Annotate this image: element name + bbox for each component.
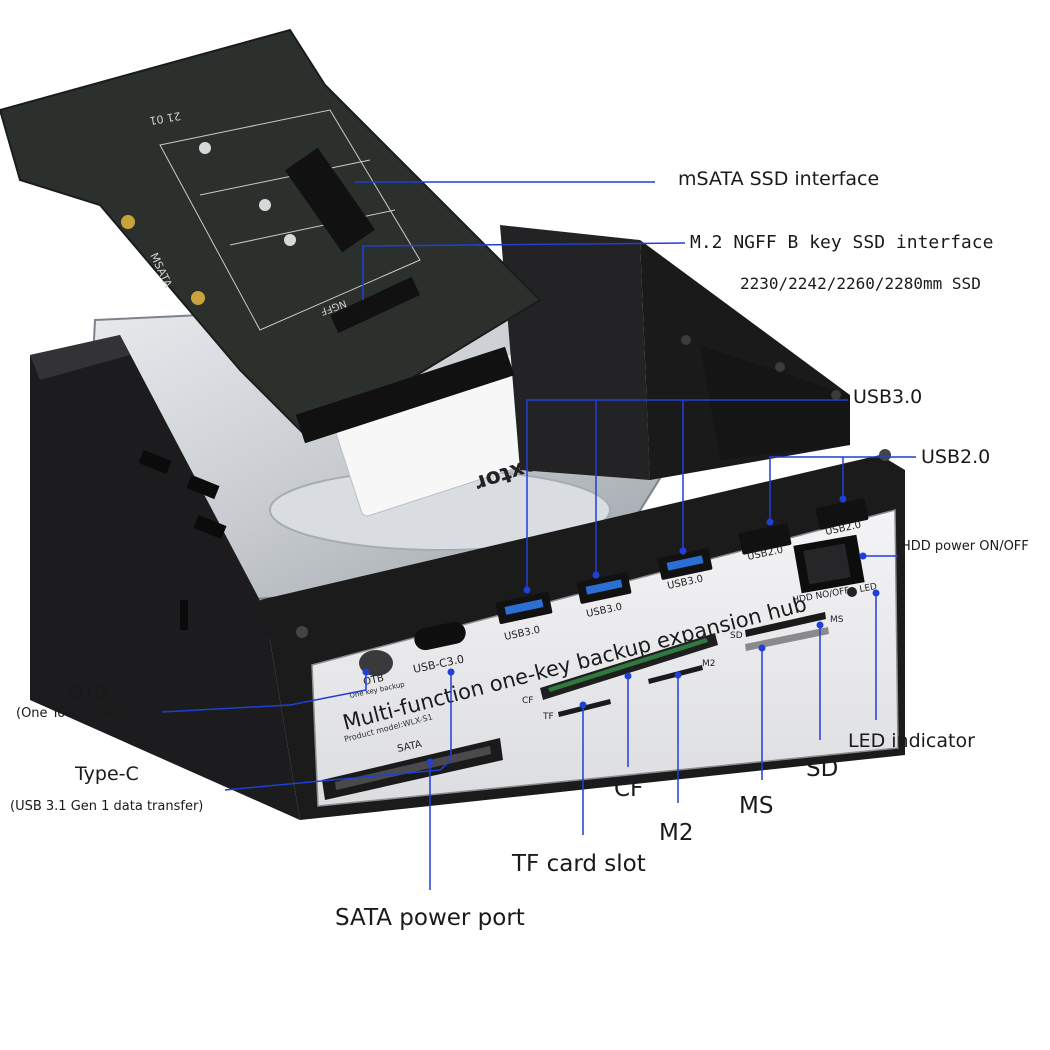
right-rail xyxy=(500,225,850,480)
usb3-port[interactable] xyxy=(495,591,553,625)
m2-callout-label: M.2 NGFF B key SSD interface xyxy=(690,232,994,253)
sata-port[interactable] xyxy=(322,738,503,800)
usb3-callout-label: USB3.0 xyxy=(853,386,923,408)
cf-callout-label: CF xyxy=(614,776,644,802)
sd-label: SD xyxy=(730,631,743,641)
led-callout-label: LED indicator xyxy=(848,730,975,752)
m2-callout-line xyxy=(362,242,686,300)
msata-callout-label: mSATA SSD interface xyxy=(678,168,880,190)
ms-callout-label: MS xyxy=(739,793,774,819)
callout-dots xyxy=(362,495,880,766)
cf-label: CF xyxy=(522,696,533,706)
sata-callout-label: SATA power port xyxy=(335,905,525,931)
usb2-callout-label: USB2.0 xyxy=(921,446,991,468)
usb3-port-group: USB3.0 USB3.0 USB3.0 xyxy=(495,548,713,643)
usb2-port[interactable] xyxy=(815,498,869,530)
hdd-power-switch[interactable]: HDD NO/OFF xyxy=(792,534,865,606)
usb2-port[interactable] xyxy=(738,523,792,555)
typec-callout-label: Type-C xyxy=(75,763,139,785)
m2-slot-label: M2 xyxy=(702,659,716,669)
card-slots: CF TF M2 SD MS xyxy=(522,612,844,722)
m2-sizes-label: 2230/2242/2260/2280mm SSD xyxy=(740,274,981,293)
left-housing xyxy=(30,335,300,820)
sd-slot[interactable] xyxy=(745,612,826,637)
tf-label: TF xyxy=(542,712,554,722)
typec-callout-line xyxy=(224,672,452,791)
led-light xyxy=(847,587,857,597)
sd-callout-label: SD xyxy=(806,756,839,782)
adapter-pcb: MSATA NGFF 21 01 xyxy=(0,28,542,444)
typec-note-label: (USB 3.1 Gen 1 data transfer) xyxy=(10,799,204,814)
sata-label: SATA xyxy=(396,739,423,755)
usb3-port[interactable] xyxy=(657,548,713,580)
otb-callout-line xyxy=(161,672,367,713)
ms-label: MS xyxy=(830,615,844,625)
otb-callout-label: OTB xyxy=(68,682,108,704)
tf-callout-label: TF card slot xyxy=(512,851,646,877)
otb-button-label: OTB xyxy=(362,673,385,688)
usb3-port[interactable] xyxy=(576,572,632,604)
ms-slot[interactable] xyxy=(745,627,829,651)
usb-c-port[interactable] xyxy=(412,620,467,652)
hdd-power-callout-label: HDD power ON/OFF xyxy=(901,539,1029,554)
m2-slot-callout-label: M2 xyxy=(659,820,694,846)
pcb-code-label: 21 01 xyxy=(148,109,181,127)
usb2-callout-line xyxy=(769,456,916,522)
callout-lines xyxy=(161,181,916,890)
usb3-callout-line xyxy=(526,399,848,590)
otb-note-label: (One Touch Backup) xyxy=(16,706,146,721)
